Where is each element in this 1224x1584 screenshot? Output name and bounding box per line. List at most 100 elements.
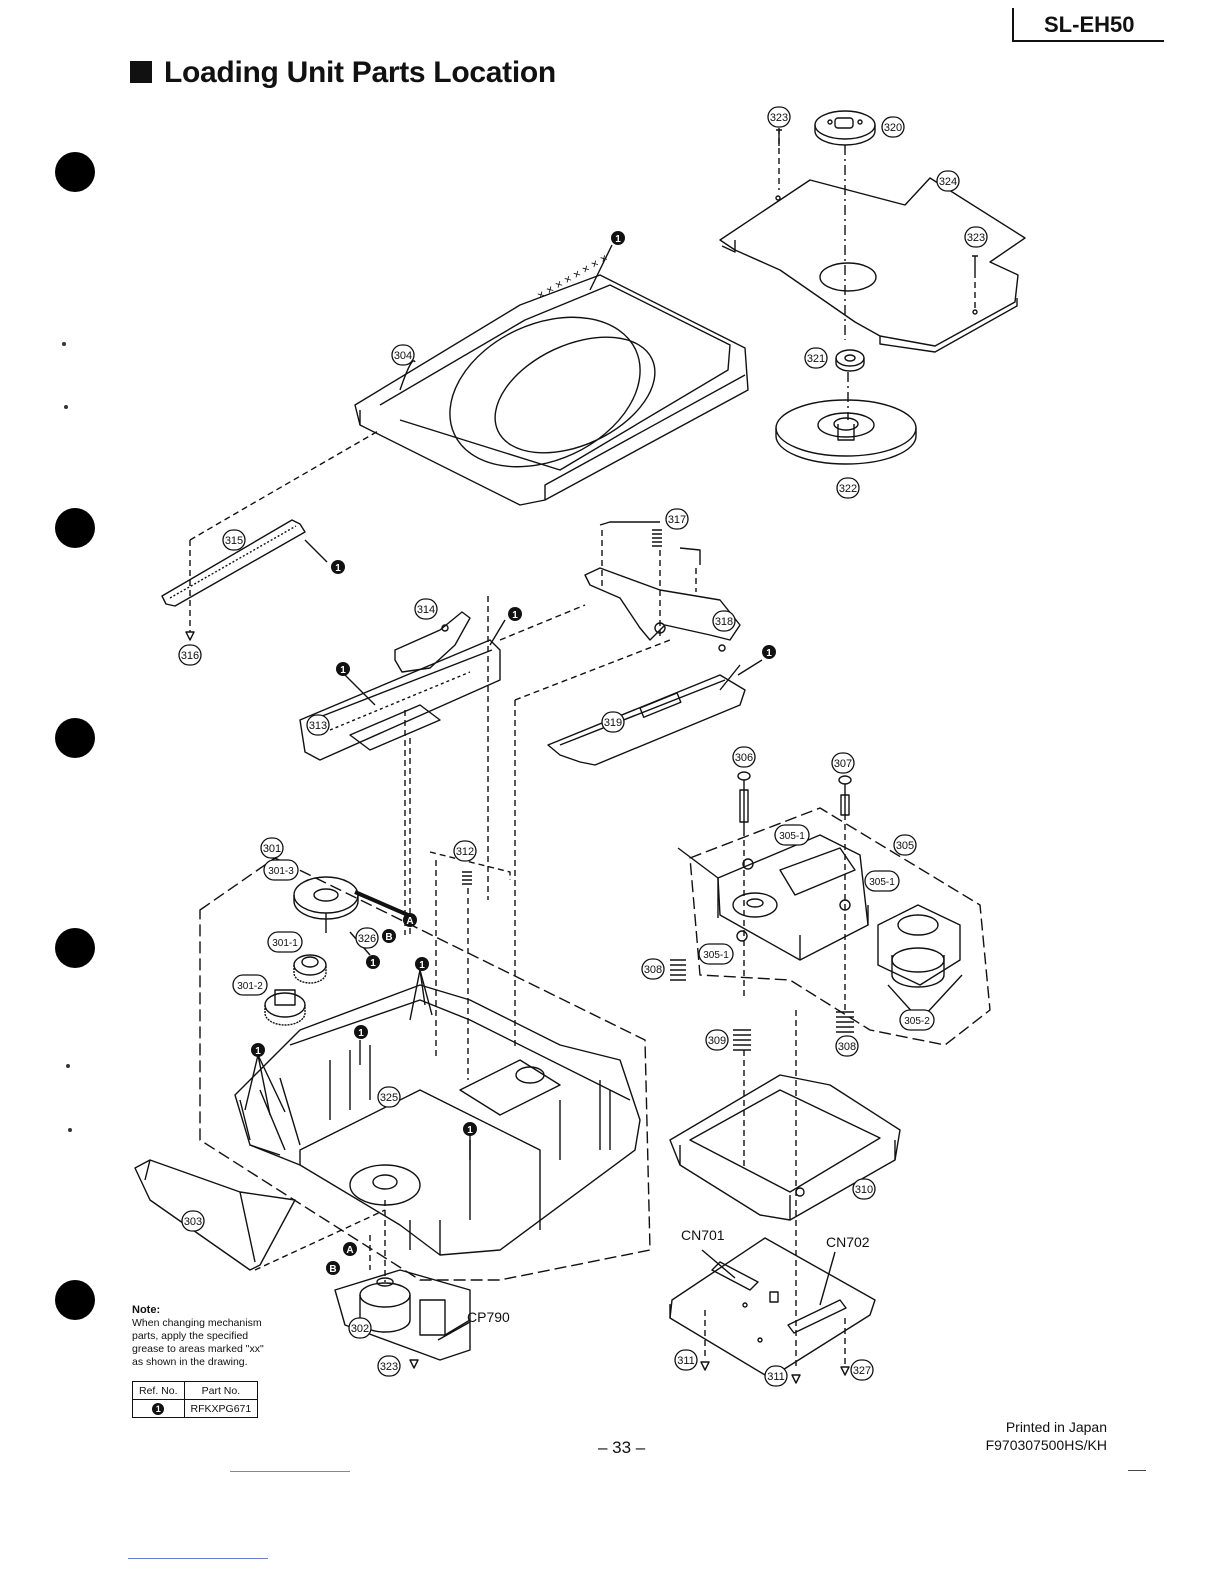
callout-label: 305-1 <box>779 831 805 842</box>
printed-in: Printed in Japan <box>1005 1419 1107 1435</box>
part-301-boundary <box>199 857 651 1281</box>
letter-mark-b-lower: B <box>326 1261 340 1275</box>
callout-label: 311 <box>767 1371 785 1383</box>
binder-hole-3 <box>55 718 95 758</box>
callout-316: 316 <box>178 644 202 666</box>
ref-table-ref-cell: 1 <box>132 1399 185 1418</box>
part-308-spring-left <box>670 959 686 981</box>
belt <box>354 890 409 917</box>
scan-line <box>1128 1470 1146 1471</box>
chassis-ribs <box>259 1077 301 1151</box>
grease-mark-10: 1 <box>251 1043 265 1057</box>
callout-label: 306 <box>735 752 753 764</box>
label-cp790: CP790 <box>467 1309 510 1325</box>
callout-323: 323 <box>767 106 791 128</box>
grease-mark-label: 1 <box>615 234 621 245</box>
document-code: F970307500HS/KH <box>985 1437 1107 1453</box>
part-308-spring-right <box>836 1011 854 1033</box>
callout-label: 301-1 <box>272 938 298 949</box>
callout-308: 308 <box>835 1035 859 1057</box>
part-320-clamper-cap <box>814 110 876 146</box>
grease-mark-label: 1 <box>358 1028 364 1039</box>
part-322-turntable <box>775 399 917 465</box>
grease-mark-3: 1 <box>508 607 522 621</box>
binder-hole-4 <box>55 928 95 968</box>
callout-label: 302 <box>351 1323 369 1335</box>
callout-304: 304 <box>391 344 415 366</box>
ref-table-header-ref: Ref. No. <box>132 1381 185 1400</box>
note-text: When changing mechanism parts, apply the… <box>132 1317 264 1368</box>
callout-321: 321 <box>804 347 828 369</box>
part-312-spring <box>462 871 472 885</box>
dashed-leader <box>189 429 381 632</box>
callout-327: 327 <box>850 1359 874 1381</box>
callout-309: 309 <box>705 1029 729 1051</box>
screw-316 <box>185 631 195 641</box>
scan-speck <box>62 342 66 346</box>
callout-label: 320 <box>884 122 902 134</box>
part-313-slider <box>299 639 501 761</box>
callout-label: 312 <box>456 846 474 858</box>
leader-317 <box>599 521 701 565</box>
grease-mark-7: 1 <box>415 957 429 971</box>
callout-label: 318 <box>715 616 733 628</box>
part-315-rack <box>161 519 306 607</box>
dashed-leader <box>429 851 511 1080</box>
part-324-top-plate <box>719 177 1026 353</box>
leader-305 <box>677 847 719 879</box>
note-title: Note: <box>132 1304 161 1316</box>
dashed-leader <box>743 1010 797 1370</box>
callout-label: 301 <box>263 843 281 855</box>
callout-label: 305-1 <box>703 950 729 961</box>
callout-label: 317 <box>668 514 686 526</box>
grease-ref-mark: 1 <box>152 1402 165 1415</box>
callout-label: 308 <box>838 1041 856 1053</box>
grease-mark-1: 1 <box>611 231 625 245</box>
grease-mark-5: 1 <box>762 645 776 659</box>
part-317-spring <box>652 529 662 547</box>
part-321-washer <box>835 349 865 372</box>
grease-mark-label: 1 <box>467 1125 473 1136</box>
part-318-lever <box>584 567 741 652</box>
grease-mark-label: 1 <box>340 665 346 676</box>
callout-326: 326 <box>355 927 379 949</box>
callout-311: 311 <box>764 1365 788 1387</box>
callout-label: 326 <box>358 933 376 945</box>
callout-label: 308 <box>644 964 662 976</box>
grease-mark-8: 1 <box>354 1025 368 1039</box>
callout-310: 310 <box>852 1178 876 1200</box>
model-box: SL-EH50 <box>1012 8 1164 42</box>
dashed-leader <box>704 1310 846 1365</box>
letter-mark-b-upper: B <box>382 929 396 943</box>
ref-table-header: Ref. No. Part No. <box>132 1381 259 1400</box>
grease-leaders <box>304 244 763 1160</box>
label-cn702: CN702 <box>826 1234 870 1250</box>
printed-info: Printed in Japan F970307500HS/KH <box>985 1418 1107 1454</box>
letter-mark-a-upper: A <box>403 913 417 927</box>
grease-mark-label: 1 <box>370 958 376 969</box>
part-319-slide-plate <box>547 674 746 766</box>
callout-307: 307 <box>831 752 855 774</box>
callout-319: 319 <box>601 711 625 733</box>
part-314-lever <box>394 611 471 673</box>
part-306-shaft <box>737 771 751 830</box>
ref-table-header-part: Part No. <box>183 1381 259 1400</box>
callout-label: 322 <box>839 483 857 495</box>
part-305-2-motor <box>877 904 961 988</box>
callout-label: 323 <box>967 232 985 244</box>
part-301-2-gear <box>264 989 306 1026</box>
svg-text:B: B <box>329 1264 336 1275</box>
page-title: Loading Unit Parts Location <box>130 56 556 90</box>
callout-label: 309 <box>708 1035 726 1047</box>
callout-label: 325 <box>380 1092 398 1104</box>
svg-text:A: A <box>406 916 413 927</box>
callout-label: 301-3 <box>268 866 294 877</box>
dashed-leader <box>601 530 697 640</box>
callout-label: 323 <box>770 112 788 124</box>
callout-315: 315 <box>222 529 246 551</box>
callout-320: 320 <box>881 116 905 138</box>
connector-leaders <box>701 1249 836 1306</box>
